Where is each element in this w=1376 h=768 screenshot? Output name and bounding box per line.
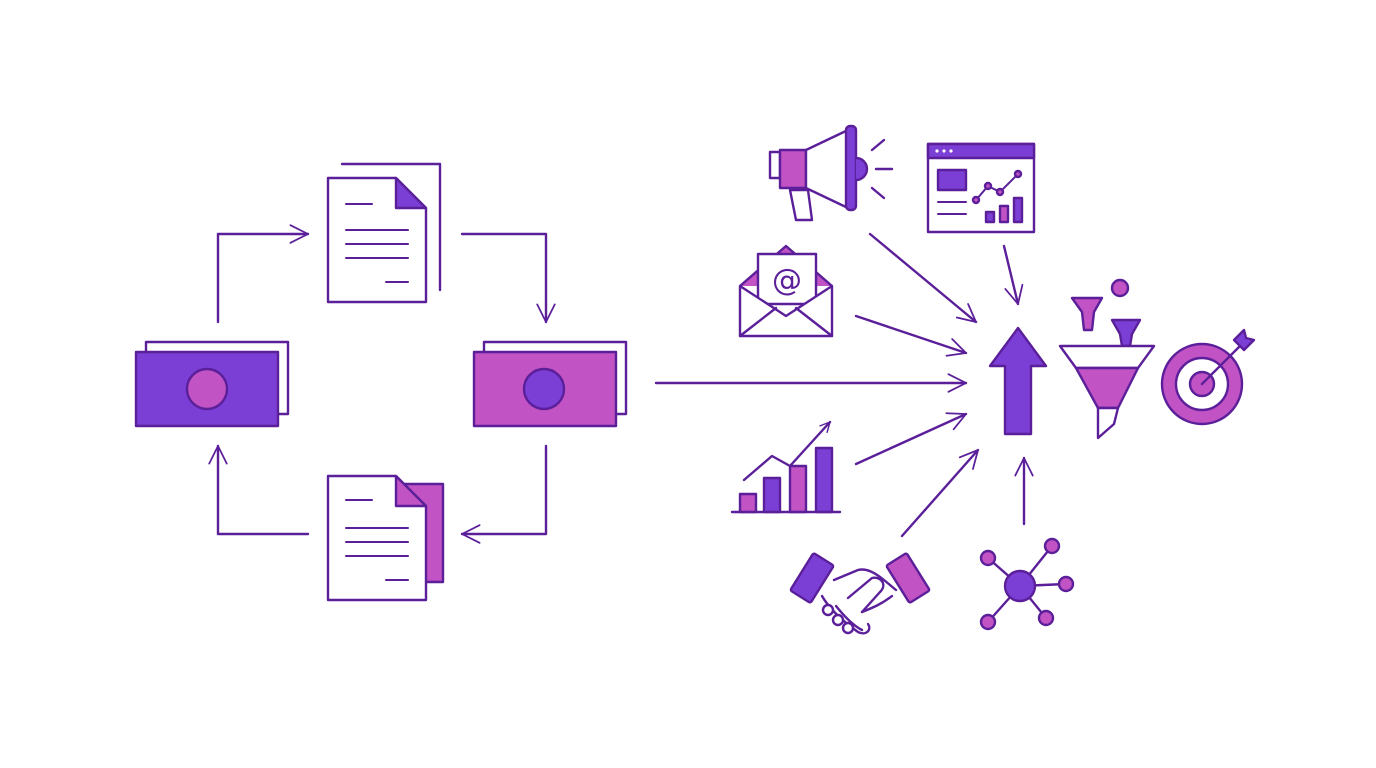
network-icon (979, 537, 1075, 631)
document-icon (326, 162, 442, 304)
handshake-icon (789, 552, 931, 635)
arrow-from-dashboard (1002, 244, 1024, 306)
arrow-from-handshake (900, 448, 980, 538)
up-arrow-icon (988, 326, 1048, 436)
money-bill-icon (472, 340, 628, 428)
arrow-from-email (854, 314, 968, 357)
funnel-icon (1058, 278, 1156, 440)
growth-chart-icon (730, 420, 842, 514)
documents-stack-icon (326, 474, 445, 602)
megaphone-icon (768, 124, 894, 222)
email-at-symbol: @ (772, 263, 802, 298)
analytics-dashboard-icon (926, 142, 1036, 234)
cycle-arrow-bottom-right (460, 444, 548, 544)
converging-arrows (854, 232, 1034, 538)
email-icon: @ (738, 244, 834, 338)
cycle-arrow-bottom-left (208, 444, 310, 536)
cycle-arrow-top-right (460, 232, 556, 324)
cycle-arrows (208, 224, 556, 544)
target-icon (1160, 328, 1256, 426)
cycle-arrow-top-left (216, 224, 310, 324)
money-bill-icon (134, 340, 290, 428)
arrow-from-chart (854, 412, 968, 466)
arrow-from-megaphone (868, 232, 978, 324)
